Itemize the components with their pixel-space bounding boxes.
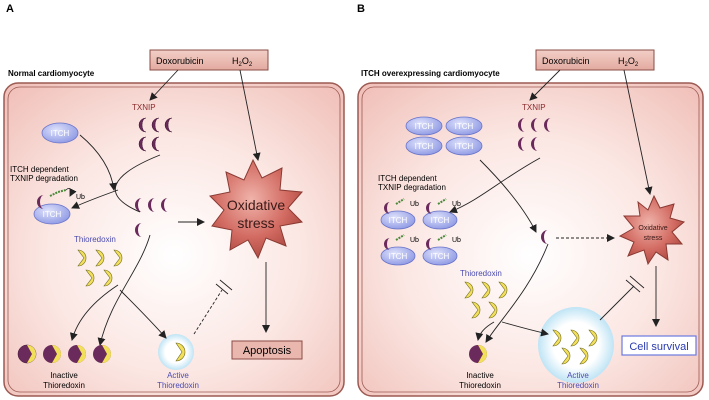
svg-text:ITCH: ITCH [415,142,434,151]
inactive-label-b-line1: Inactive [466,371,494,380]
cell-survival-label: Cell survival [629,341,688,353]
drug-box-a: Doxorubicin H2O2 [149,49,269,71]
txnip-free-a [135,198,168,237]
active-glow-b [538,307,614,383]
h2o2-label-a: H2O2 [232,56,253,68]
doxorubicin-label-b: Doxorubicin [542,56,590,66]
panel-a: A Normal cardiomyocyte Doxorubicin H2O2 … [3,3,345,397]
panel-letter-a: A [6,3,14,15]
panel-title-b: ITCH overexpressing cardiomyocyte [361,69,500,78]
doxorubicin-label-a: Doxorubicin [156,56,204,66]
svg-text:Ub: Ub [410,201,419,208]
ub-label-a: Ub [76,194,85,201]
cell-inner-membrane-b [361,86,700,393]
active-glow-a [158,334,194,370]
oxidative-stress-burst-b [618,194,686,266]
svg-text:ITCH: ITCH [389,216,408,225]
svg-text:ITCH: ITCH [415,122,434,131]
svg-text:ITCH: ITCH [43,210,62,219]
svg-text:Ub: Ub [452,201,461,208]
degradation-label-b-line1: ITCH dependent [378,174,437,183]
txnip-label-a: TXNIP [132,103,156,112]
svg-text:ITCH: ITCH [389,252,408,261]
degradation-label-a-line1: ITCH dependent [10,165,69,174]
svg-text:ITCH: ITCH [431,216,450,225]
stress-label-a-line2: stress [237,215,274,231]
panel-title-a: Normal cardiomyocyte [8,69,95,78]
inactive-thioredoxin-a [17,344,111,364]
cell-inner-membrane-a [7,86,341,393]
degradation-label-b-line2: TXNIP degradation [378,183,446,192]
thioredoxin-label-a: Thioredoxin [74,235,116,244]
itch-group-b: ITCH ITCH ITCH ITCH [405,116,483,156]
arrows-b [449,69,660,343]
itch-txnip-complexes-b: ITCH Ub ITCH Ub ITCH Ub ITCH Ub [380,198,461,266]
apoptosis-label: Apoptosis [243,345,292,357]
drug-box-shape-a [149,49,269,71]
active-thioredoxin-a [175,342,186,362]
svg-text:ITCH: ITCH [455,122,474,131]
active-label-a-line2: Thioredoxin [157,381,199,390]
panel-letter-b: B [357,3,365,15]
degradation-label-a-line2: TXNIP degradation [10,174,78,183]
itch-label-a: ITCH [51,129,70,138]
thioredoxin-cluster-a [77,249,123,287]
inactive-label-b-line2: Thioredoxin [459,381,501,390]
thioredoxin-cluster-b [464,281,508,319]
svg-text:ITCH: ITCH [431,252,450,261]
thioredoxin-label-b: Thioredoxin [460,269,502,278]
inactive-label-a-line2: Thioredoxin [43,381,85,390]
drug-box-b: Doxorubicin H2O2 [535,49,655,71]
stress-label-b-line1: Oxidative [638,225,667,232]
active-label-b-line1: Active [567,371,589,380]
cell-membrane-a [3,82,345,397]
txnip-free-b [541,230,548,244]
inactive-thioredoxin-b [469,345,487,363]
stress-label-a-line1: Oxidative [227,197,286,213]
panel-b: B ITCH overexpressing cardiomyocyte Doxo… [357,3,704,397]
svg-text:Ub: Ub [452,237,461,244]
drug-box-shape-b [535,49,655,71]
txnip-cluster-b [518,118,551,151]
svg-text:ITCH: ITCH [455,142,474,151]
active-label-b-line2: Thioredoxin [557,381,599,390]
inactive-label-a-line1: Inactive [50,371,78,380]
cell-survival-box [621,335,697,356]
txnip-label-b: TXNIP [522,103,546,112]
svg-text:Ub: Ub [410,237,419,244]
active-label-a-line1: Active [167,371,189,380]
txnip-cluster-a [138,117,173,152]
h2o2-label-b: H2O2 [618,56,639,68]
active-thioredoxin-b [552,329,598,365]
cell-membrane-b [357,82,704,397]
apoptosis-box [231,340,303,360]
arrows-a [69,69,270,346]
oxidative-stress-burst-a [208,158,304,260]
stress-label-b-line2: stress [644,235,663,242]
itch-protein-a [41,122,79,144]
itch-txnip-complex-a: ITCH Ub [33,187,85,225]
